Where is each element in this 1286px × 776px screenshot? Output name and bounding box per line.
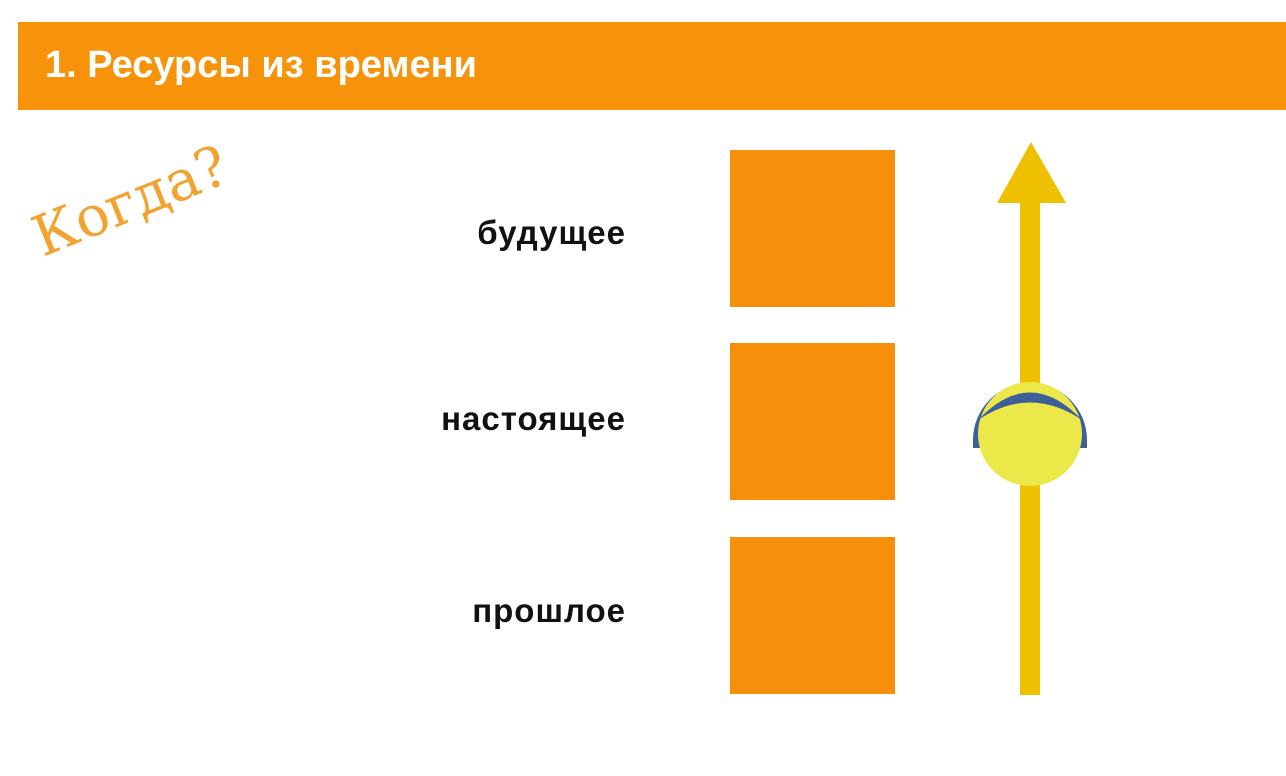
question-text: Когда? xyxy=(23,133,238,270)
title-bar: 1. Ресурсы из времени xyxy=(18,22,1286,110)
label-past: прошлое xyxy=(472,592,626,629)
arrow-head-icon xyxy=(997,142,1066,203)
label-present: настоящее xyxy=(441,400,626,437)
page-title: 1. Ресурсы из времени xyxy=(45,44,477,86)
past-box xyxy=(730,537,895,694)
person-head-icon xyxy=(973,382,1087,486)
time-arrow xyxy=(973,142,1087,695)
present-box xyxy=(730,343,895,500)
future-box xyxy=(730,150,895,307)
label-future: будущее xyxy=(477,214,626,251)
